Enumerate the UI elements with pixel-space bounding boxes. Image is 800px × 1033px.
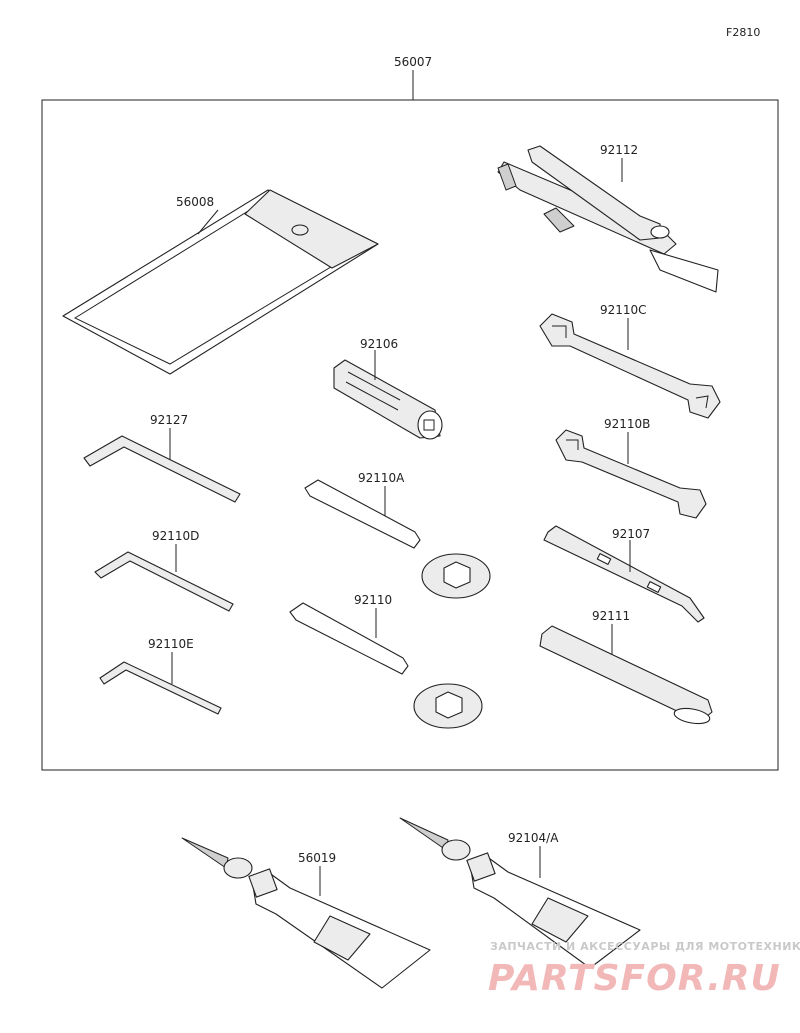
watermark: ЗАПЧАСТИ И АКСЕССУАРЫ ДЛЯ МОТОТЕХНИКИ PA… — [488, 940, 800, 999]
watermark-tagline: ЗАПЧАСТИ И АКСЕССУАРЫ ДЛЯ МОТОТЕХНИКИ — [490, 940, 800, 953]
label-92110D: 92110D — [152, 529, 199, 543]
label-56008: 56008 — [176, 195, 214, 209]
label-92110E: 92110E — [148, 637, 194, 651]
box-wrench-92110[interactable]: 92110 — [289, 593, 483, 729]
tool-kit-box: 56007 — [41, 55, 779, 771]
hex-key-92110E[interactable]: 92110E — [99, 637, 222, 715]
label-92110A: 92110A — [358, 471, 405, 485]
watermark-logo: PARTSFOR.RU — [488, 958, 781, 999]
label-92104A: 92104/A — [508, 831, 559, 845]
label-92107: 92107 — [612, 527, 650, 541]
label-92110C: 92110C — [600, 303, 647, 317]
open-end-wrench-92110C[interactable]: 92110C — [539, 303, 721, 419]
tool-bag[interactable]: 56008 — [62, 189, 379, 375]
label-92127: 92127 — [150, 413, 188, 427]
label-56019: 56019 — [298, 851, 336, 865]
label-92110B: 92110B — [604, 417, 650, 431]
screwdriver[interactable]: 92107 — [543, 525, 705, 623]
open-end-wrench-92110B[interactable]: 92110B — [555, 417, 707, 519]
pliers[interactable]: 92112 — [497, 143, 719, 293]
handle-bar[interactable]: 92111 — [539, 609, 713, 726]
kit-label: 56007 — [394, 55, 432, 69]
figure-code: F2810 — [726, 26, 760, 39]
label-92112: 92112 — [600, 143, 638, 157]
hex-key-92127[interactable]: 92127 — [83, 413, 241, 503]
label-92110: 92110 — [354, 593, 392, 607]
box-wrench-92110A[interactable]: 92110A — [304, 471, 491, 599]
socket-adapter[interactable]: 92106 — [333, 337, 443, 440]
hex-key-92110D[interactable]: 92110D — [94, 529, 234, 612]
label-92106: 92106 — [360, 337, 398, 351]
label-92111: 92111 — [592, 609, 630, 623]
grease-tube-56019[interactable]: 56019 — [181, 837, 431, 989]
adhesive-tube-92104A[interactable]: 92104/A — [399, 817, 641, 969]
